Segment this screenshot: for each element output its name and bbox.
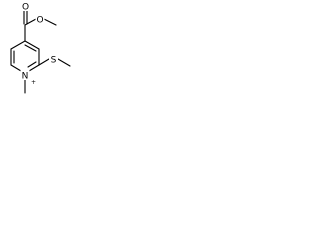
atom-bg-carbonyl-o [21, 1, 30, 11]
nitrogen-charge-label: + [31, 79, 36, 86]
atom-bg-sulfur [49, 54, 58, 64]
bond-ring-c3-c4 [24, 40, 40, 50]
atom-ring-nitrogen: N [22, 72, 29, 82]
bond-ring-c3-c4-inner [24, 44, 37, 52]
bond-s-methyl [57, 58, 71, 67]
bond-o-methyl [43, 18, 57, 26]
bond-ring-n-c2-inner [27, 61, 37, 68]
bond-ester-c-o [24, 18, 37, 26]
atom-bg-nitrogen [20, 70, 30, 80]
chemical-structure-drawing: O O S N + [10, 1, 71, 94]
atom-bg-ether-o [35, 14, 45, 24]
bond-ring-c6-n [10, 64, 22, 72]
atom-ether-oxygen: O [36, 16, 43, 26]
bond-ring-n-c2 [28, 64, 40, 72]
atom-carbonyl-oxygen: O [22, 3, 29, 13]
bond-c2-s [38, 58, 50, 66]
bond-layer [10, 9, 71, 94]
atom-label-layer: O O S N + [20, 1, 58, 86]
atom-sulfur: S [51, 56, 57, 66]
bond-ring-c4-c5 [10, 40, 26, 50]
